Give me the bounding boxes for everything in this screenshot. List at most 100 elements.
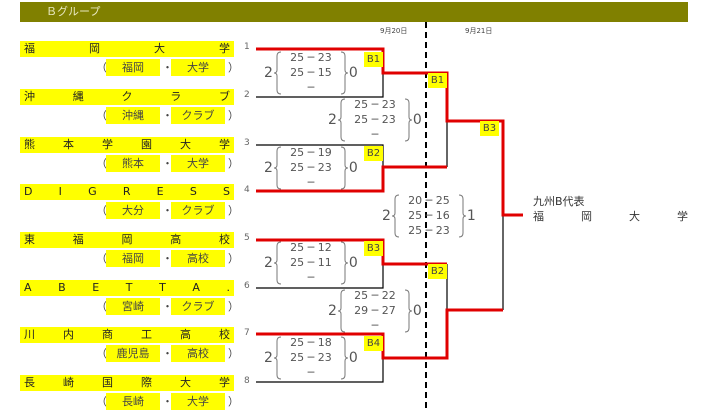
team-prefecture: 長崎 [106,393,160,410]
team-name-char: D [24,185,33,198]
team-name-char: ク [121,90,133,103]
team-name-char: 岡 [89,42,100,55]
team-name-char: ブ [219,90,230,103]
team-affiliation: （鹿児島・高校） [96,345,242,362]
paren-open: （ [96,204,107,217]
match-tag: B1 [428,73,447,88]
set-score: 25 ─ 23 [354,98,396,111]
brace-left-icon [273,241,281,284]
team-name: 沖縄クラブ [20,89,234,105]
team-prefecture: 鹿児島 [106,345,160,362]
match-tag: B1 [364,52,383,67]
paren-close: ） [228,157,239,170]
team-name-char: 学 [102,138,113,151]
set-score: 25 ─ 18 [290,336,332,349]
winner-name: 福岡大学 [533,208,688,224]
set-score: 25 ─ 16 [408,209,450,222]
team-name-char: 国 [102,376,113,389]
team-name-char: 校 [219,233,230,246]
team-type: 大学 [171,59,225,76]
brace-right-icon [340,146,348,189]
team-prefecture: 福岡 [106,59,160,76]
team-type: 高校 [171,345,225,362]
winner-char: 大 [629,210,640,223]
paren-close: ） [228,109,239,122]
sets-won-left: 2 [328,302,337,319]
team-name-char: 園 [141,138,152,151]
paren-open: （ [96,109,107,122]
team-affiliation: （福岡・高校） [96,250,242,267]
seed-number: 4 [244,185,250,195]
team-name-char: I [58,185,62,198]
team-name: 川内商工高校 [20,327,234,343]
team-name-char: 学 [219,376,230,389]
paren-close: ） [228,252,239,265]
brace-left-icon [273,146,281,189]
team-prefecture: 福岡 [106,250,160,267]
team-name-char: 岡 [121,233,133,246]
sets-won-right: 1 [466,207,476,224]
sets-won-left: 2 [264,64,273,81]
sets-won-right: 0 [348,159,358,176]
team-name-char: 福 [24,42,35,55]
team-type: 高校 [171,250,225,267]
brace-left-icon [273,51,281,94]
group-header: Ｂグループ [20,2,688,22]
team-name-char: 学 [219,138,230,151]
paren-open: （ [96,252,107,265]
set-score: 25 ─ 12 [290,241,332,254]
team-name-char: 東 [24,233,35,246]
set-score: ─ [307,81,315,94]
set-score: 25 ─ 23 [290,161,332,174]
team-type: 大学 [171,155,225,172]
winner-char: 福 [533,210,544,223]
brace-right-icon [404,98,412,141]
seed-number: 5 [244,233,250,243]
team-name-char: G [88,185,97,198]
paren-open: （ [96,157,107,170]
team-prefecture: 大分 [106,202,160,219]
team-type: クラブ [171,107,225,124]
date-day1: 9月20日 [380,27,408,35]
set-score: 25 ─ 23 [290,351,332,364]
team-type: 大学 [171,393,225,410]
sets-won-right: 0 [348,64,358,81]
set-score: ─ [371,319,379,332]
team-name-char: 大 [154,42,165,55]
winner-char: 学 [677,210,688,223]
set-score: 25 ─ 23 [354,113,396,126]
team-affiliation: （熊本・大学） [96,155,242,172]
sets-won-left: 2 [264,254,273,271]
separator-dot: ・ [162,204,173,217]
seed-number: 7 [244,328,250,338]
team-name-char: 縄 [72,90,84,103]
match-tag: B4 [364,336,383,351]
set-score: ─ [307,366,315,379]
set-score: 25 ─ 11 [290,256,332,269]
team-type: クラブ [171,202,225,219]
paren-open: （ [96,395,107,408]
date-day2: 9月21日 [465,27,493,35]
team-affiliation: （宮崎・クラブ） [96,298,242,315]
team-name-char: . [226,281,231,294]
separator-dot: ・ [162,61,173,74]
sets-won-right: 0 [412,111,422,128]
sets-won-right: 0 [348,254,358,271]
team-name-char: R [122,185,131,198]
separator-dot: ・ [162,109,173,122]
sets-won-left: 2 [382,207,391,224]
team-name-char: T [159,281,166,294]
team-name-char: S [222,185,230,198]
set-score: 29 ─ 27 [354,304,396,317]
